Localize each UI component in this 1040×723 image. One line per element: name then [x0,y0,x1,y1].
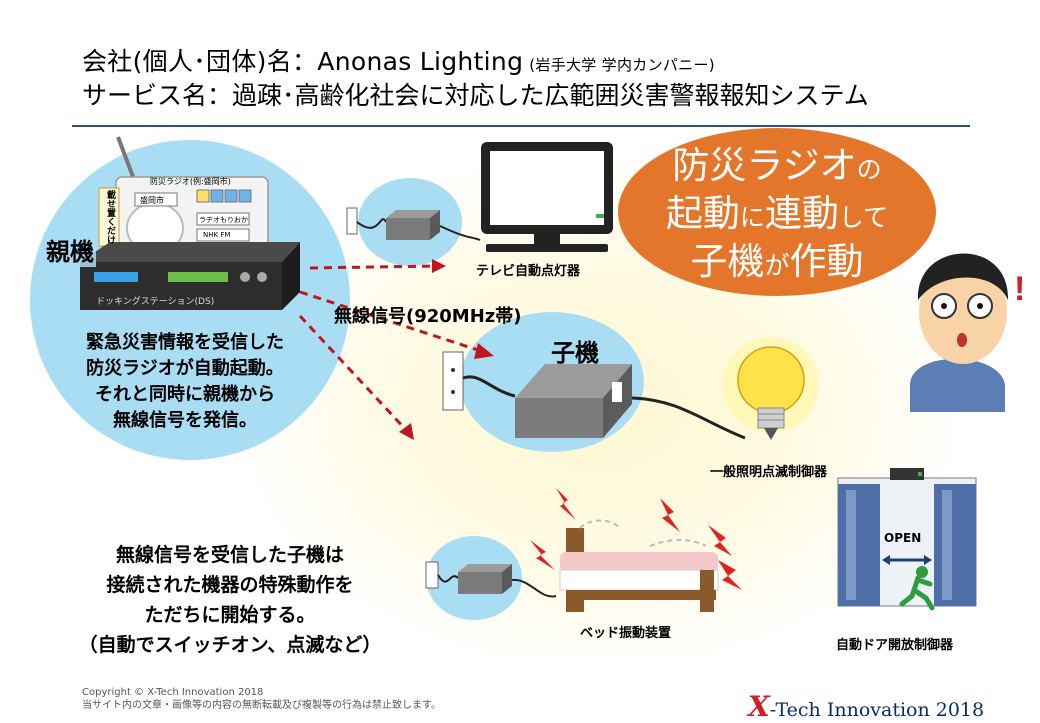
parent-description: 緊急災害情報を受信した 防災ラジオが自動起動。 それと同時に親機から 無線信号を… [86,332,284,431]
header-divider [72,125,970,127]
tv-controller-box [386,210,440,240]
radio-station-1: ラヂオもりおか [199,216,248,224]
arrow-head-child [474,343,494,359]
child-action-description: 無線信号を受信した子機は 接続された機器の特殊動作を ただちに開始する。 （自動… [78,544,382,656]
light-caption: 一般照明点滅制御器 [710,465,828,480]
docking-station-icon [80,242,300,310]
automatic-door-icon [837,468,977,611]
tv-caption: テレビ自動点灯器 [476,264,581,279]
company-note: (岩手大学 学内カンパニー) [529,56,715,74]
bed-wall-outlet [425,561,439,589]
radio-tag-text: 載せ置くだけ [105,190,115,244]
tv-wall-outlet [346,207,358,235]
docking-station-label: ドッキングステーション(DS) [96,297,215,307]
signal-label: 無線信号(920MHz帯) [334,306,522,327]
arrow-head-bed [399,423,414,440]
tv-icon [481,142,613,252]
signal-arrows [298,264,485,434]
child-label: 子機 [551,339,599,367]
radio-city: 盛岡市 [140,196,164,205]
xtech-logo: X-Tech Innovation 2018 [748,690,985,723]
door-caption: 自動ドア開放制御器 [836,638,954,653]
arrow-head-tv [432,259,446,273]
callout-bubble [618,128,936,296]
light-bulb-icon [723,337,819,440]
radio-station-2: NHK FM [203,231,231,239]
service-title: サービス名：過疎･高齢化社会に対応した広範囲災害警報報知システム [82,81,869,110]
surprised-person-icon: ! [910,253,1025,412]
parent-label: 親機 [44,232,96,267]
copyright-notice: Copyright © X-Tech Innovation 2018 当サイト内… [82,687,441,711]
child-wall-outlet [442,351,464,411]
child-unit-box [515,364,632,438]
door-open-sign: OPEN [884,531,922,545]
svg-text:!: ! [1014,270,1025,308]
bed-caption: ベッド振動装置 [580,626,672,641]
bed-icon [559,519,719,612]
company-title: 会社(個人･団体)名：Anonas Lighting(岩手大学 学内カンパニー) [82,47,715,76]
bed-controller-box [458,564,512,594]
vibration-lightning-icons [530,488,742,590]
callout-text: 防災ラジオの 起動に連動して 子機が作動 [665,144,889,283]
radio-title: 防災ラジオ(例:盛岡市) [150,177,231,186]
